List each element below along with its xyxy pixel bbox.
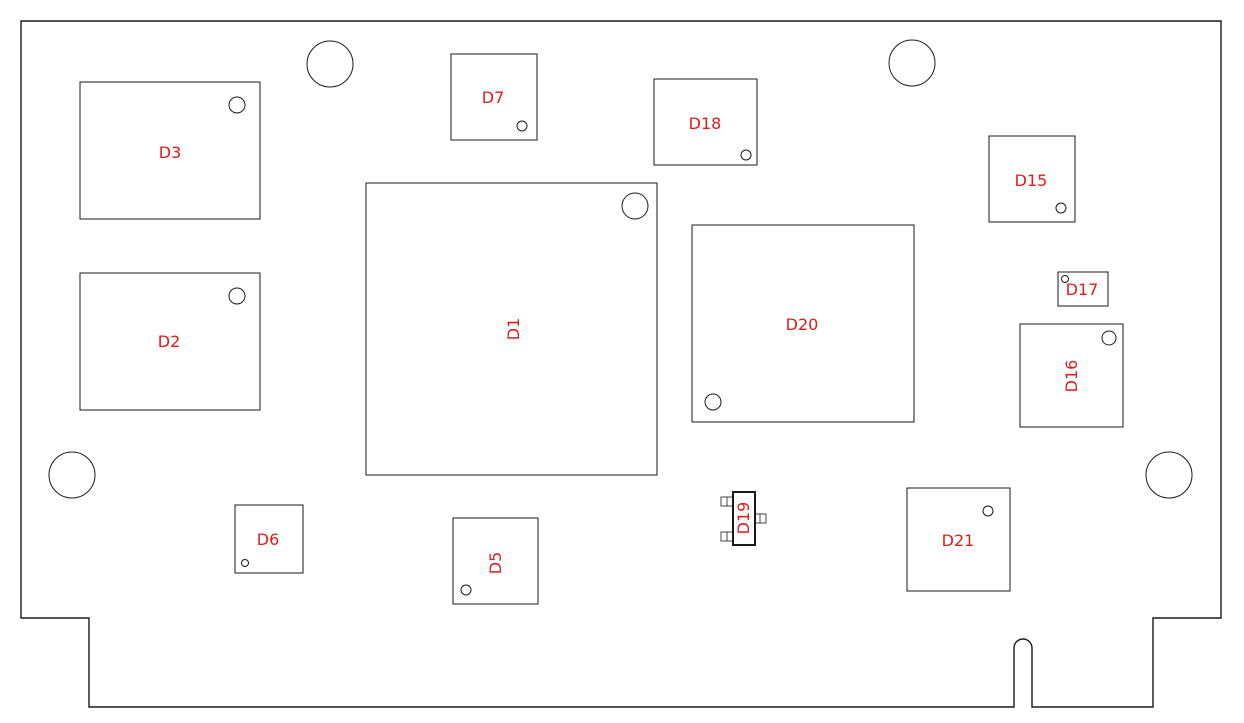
component-d19[interactable]: D19 bbox=[720, 491, 767, 546]
component-d1[interactable]: D1 bbox=[365, 182, 658, 476]
component-d6[interactable]: D6 bbox=[234, 504, 304, 574]
mounting-hole-left bbox=[48, 451, 96, 499]
component-d2[interactable]: D2 bbox=[79, 272, 261, 411]
pin1-marker bbox=[1061, 275, 1069, 283]
component-d21-label: D21 bbox=[942, 531, 975, 550]
pin1-marker bbox=[228, 96, 246, 114]
component-d20-label: D20 bbox=[786, 315, 819, 334]
component-d18[interactable]: D18 bbox=[653, 78, 758, 166]
pin1-marker bbox=[460, 584, 472, 596]
board-outline bbox=[20, 20, 1222, 708]
mounting-hole-top-right bbox=[888, 39, 936, 87]
component-d17-label: D17 bbox=[1066, 280, 1099, 299]
component-d7[interactable]: D7 bbox=[450, 53, 538, 141]
mounting-hole-top-left bbox=[306, 40, 354, 88]
component-d3-label: D3 bbox=[159, 143, 182, 162]
pin1-marker bbox=[228, 287, 246, 305]
pin1-marker bbox=[621, 192, 649, 220]
component-d19-label: D19 bbox=[734, 502, 753, 535]
component-d20-body bbox=[691, 224, 915, 423]
pin1-marker bbox=[740, 149, 752, 161]
component-d6-label: D6 bbox=[257, 530, 280, 549]
pin1-marker bbox=[982, 505, 994, 517]
pin1-marker bbox=[516, 120, 528, 132]
component-d17[interactable]: D17 bbox=[1057, 271, 1109, 307]
component-d5-label: D5 bbox=[486, 552, 505, 575]
pin1-marker bbox=[241, 559, 249, 567]
component-d5[interactable]: D5 bbox=[452, 517, 539, 605]
component-d7-label: D7 bbox=[482, 88, 505, 107]
mounting-hole-right bbox=[1145, 451, 1193, 499]
pin1-marker bbox=[704, 393, 722, 411]
component-d18-label: D18 bbox=[689, 114, 722, 133]
component-d1-body bbox=[365, 182, 658, 476]
component-d2-label: D2 bbox=[158, 332, 181, 351]
component-d15[interactable]: D15 bbox=[988, 135, 1076, 223]
component-d16-label: D16 bbox=[1062, 360, 1081, 393]
component-d21[interactable]: D21 bbox=[906, 487, 1011, 592]
component-d20[interactable]: D20 bbox=[691, 224, 915, 423]
component-d3[interactable]: D3 bbox=[79, 81, 261, 220]
component-d1-label: D1 bbox=[504, 318, 523, 341]
pin1-marker bbox=[1055, 202, 1067, 214]
component-d19-body bbox=[732, 491, 756, 546]
component-d15-label: D15 bbox=[1015, 171, 1048, 190]
component-d18-body bbox=[653, 78, 758, 166]
component-d21-body bbox=[906, 487, 1011, 592]
pin1-marker bbox=[1101, 330, 1117, 346]
component-d16[interactable]: D16 bbox=[1019, 323, 1124, 428]
